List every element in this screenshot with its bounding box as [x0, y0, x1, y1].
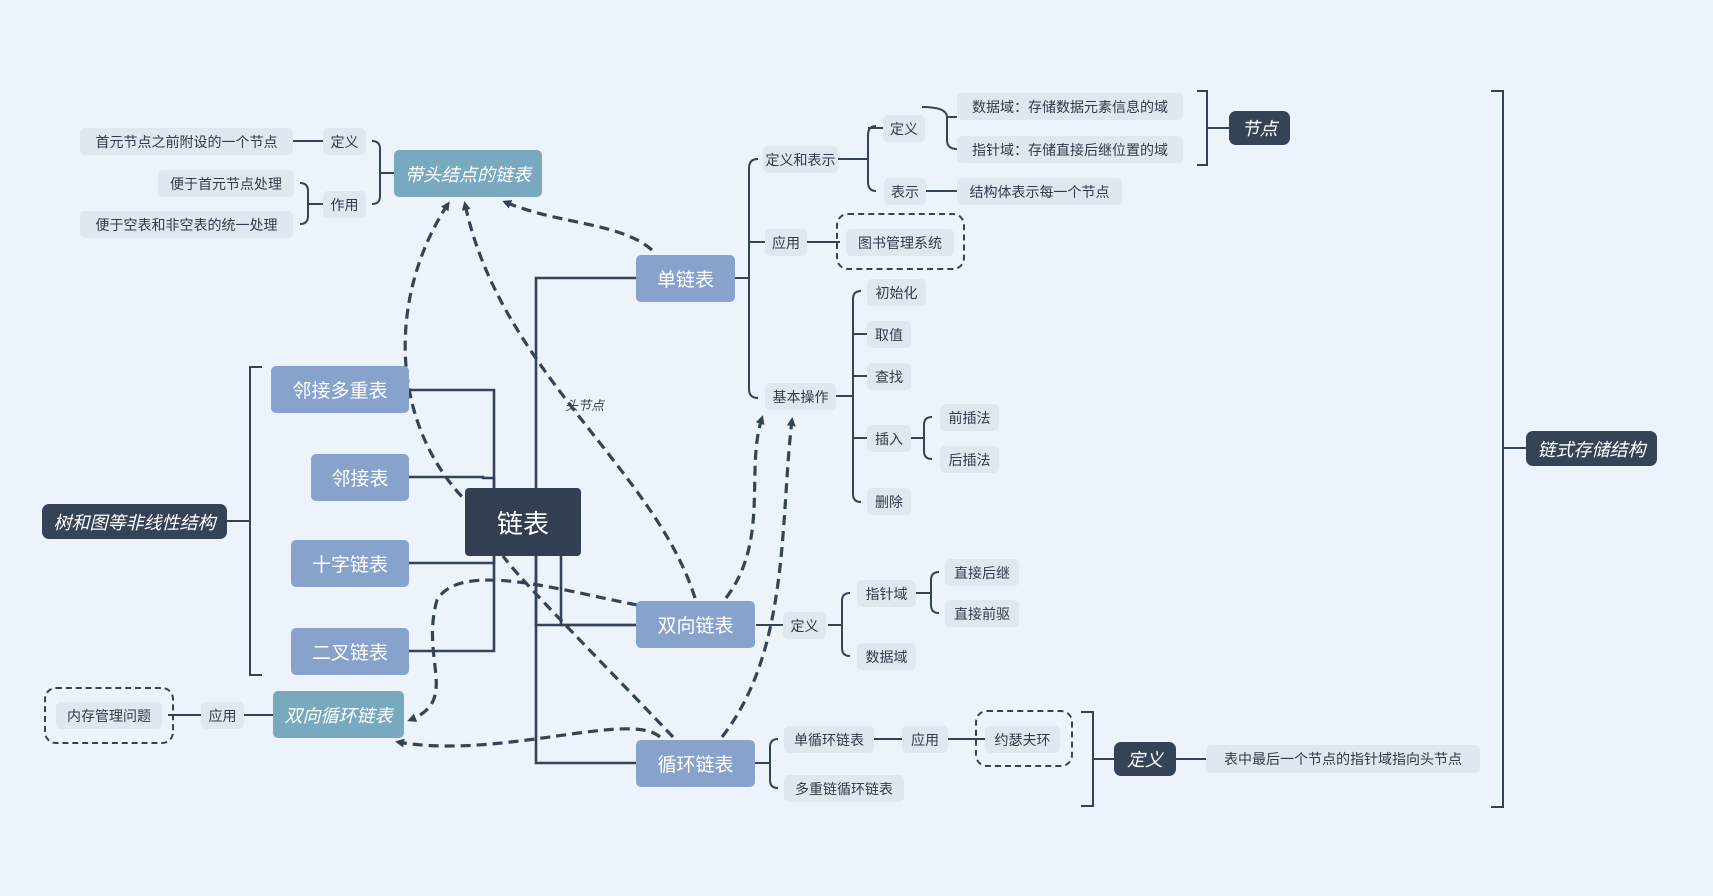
node-data-field[interactable]: 数据域：存储数据元素信息的域: [957, 93, 1183, 120]
node-orthogonal-list[interactable]: 十字链表: [291, 540, 409, 587]
node-def-tag[interactable]: 定义: [1114, 742, 1176, 776]
node-binary-list[interactable]: 二叉链表: [291, 628, 409, 675]
node-op-init[interactable]: 初始化: [867, 279, 926, 306]
node-head-effect[interactable]: 作用: [323, 191, 366, 218]
node-op-get[interactable]: 取值: [867, 321, 911, 348]
node-library-system[interactable]: 图书管理系统: [846, 229, 954, 256]
node-basic-ops[interactable]: 基本操作: [765, 383, 836, 410]
node-repr-text[interactable]: 结构体表示每一个节点: [957, 178, 1122, 205]
node-double-pointer[interactable]: 指针域: [857, 580, 916, 607]
node-multi-circular[interactable]: 多重链循环链表: [784, 775, 904, 802]
node-direct-prev[interactable]: 直接前驱: [945, 600, 1019, 627]
node-double-data[interactable]: 数据域: [857, 643, 916, 670]
node-double-circular[interactable]: 双向循环链表: [273, 691, 404, 738]
node-adj-list[interactable]: 邻接表: [311, 454, 409, 501]
node-head-list[interactable]: 带头结点的链表: [394, 150, 542, 197]
node-nonlinear[interactable]: 树和图等非线性结构: [42, 504, 227, 539]
node-double-circ-app[interactable]: 应用: [201, 702, 244, 729]
node-double-def[interactable]: 定义: [783, 612, 826, 639]
node-pointer-field[interactable]: 指针域：存储直接后继位置的域: [957, 136, 1183, 163]
node-insert-front[interactable]: 前插法: [940, 404, 999, 431]
node-effect-1[interactable]: 便于首元节点处理: [158, 170, 294, 197]
node-circular-list[interactable]: 循环链表: [636, 740, 755, 787]
node-double-list[interactable]: 双向链表: [636, 601, 755, 648]
node-op-delete[interactable]: 删除: [867, 488, 911, 515]
node-repr[interactable]: 表示: [884, 178, 926, 205]
node-head-def[interactable]: 定义: [323, 128, 366, 155]
edge-label-head-node: 头节点: [565, 399, 605, 414]
node-node-tag[interactable]: 节点: [1229, 111, 1290, 145]
node-direct-next[interactable]: 直接后继: [945, 559, 1019, 586]
node-op-insert[interactable]: 插入: [867, 425, 911, 452]
node-effect-2[interactable]: 便于空表和非空表的统一处理: [80, 211, 293, 238]
node-single-app[interactable]: 应用: [765, 229, 807, 256]
node-head-def-text[interactable]: 首元节点之前附设的一个节点: [80, 128, 293, 155]
highlight-box-memory: [44, 687, 174, 744]
node-adj-multilist[interactable]: 邻接多重表: [271, 366, 409, 413]
node-josephus[interactable]: 约瑟夫环: [985, 726, 1060, 753]
node-def-repr[interactable]: 定义和表示: [763, 146, 838, 173]
node-single-circular[interactable]: 单循环链表: [784, 726, 874, 753]
node-single-def[interactable]: 定义: [883, 115, 925, 142]
node-summary[interactable]: 链式存储结构: [1526, 431, 1657, 466]
highlight-box-josephus: [975, 710, 1073, 767]
node-def-text[interactable]: 表中最后一个节点的指针域指向头节点: [1206, 745, 1480, 773]
highlight-box-library: [836, 213, 965, 270]
node-memory-management[interactable]: 内存管理问题: [56, 702, 162, 729]
node-circular-app[interactable]: 应用: [902, 726, 948, 753]
node-op-find[interactable]: 查找: [867, 363, 911, 390]
node-insert-back[interactable]: 后插法: [940, 446, 999, 473]
root-node[interactable]: 链表: [465, 488, 581, 556]
node-single-list[interactable]: 单链表: [636, 255, 735, 302]
